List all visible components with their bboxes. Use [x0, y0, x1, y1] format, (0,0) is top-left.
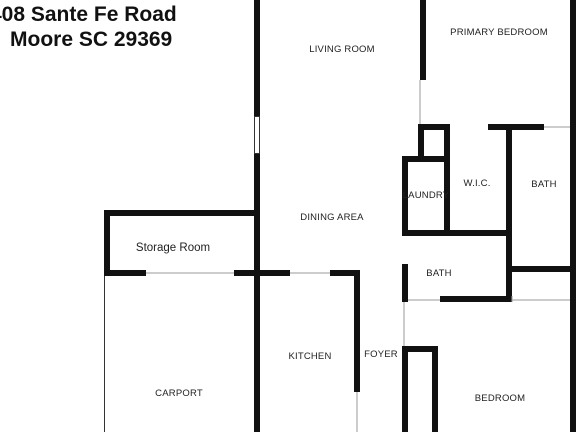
wall-bath-bottom: [506, 266, 576, 272]
wall-wic-right: [506, 124, 512, 300]
wall-laundry-top-side: [418, 124, 424, 158]
wall-right: [570, 0, 576, 432]
address-line-2: Moore SC 29369: [10, 28, 172, 51]
wall-laundry-left: [402, 156, 408, 234]
label-living-room: LIVING ROOM: [309, 44, 375, 55]
label-carport: CARPORT: [155, 388, 203, 399]
label-foyer: FOYER: [364, 349, 398, 360]
wall-wic-left: [444, 124, 450, 234]
label-wic: W.I.C.: [463, 178, 490, 189]
label-dining-area: DINING AREA: [300, 212, 364, 223]
wall-bedroom-top-stub: [402, 346, 438, 352]
label-storage-room: Storage Room: [136, 242, 210, 254]
wall-storage-top: [104, 210, 256, 216]
window-living-left: [254, 116, 260, 154]
walls: [104, 0, 576, 432]
wall-bedroom-bottom-a: [418, 124, 446, 130]
wall-hall-bath-left: [402, 264, 408, 302]
wall-left-upper: [254, 0, 260, 116]
wall-hall-bath-top: [402, 230, 512, 236]
wall-kitchen-top-b: [330, 270, 360, 276]
wall-storage-left: [104, 210, 110, 272]
wall-kitchen-right: [354, 270, 360, 392]
address-line-1: 408 Sante Fe Road: [0, 3, 177, 26]
label-bath-hall: BATH: [426, 268, 451, 279]
label-laundry: LAUNDRY: [403, 190, 450, 201]
label-primary-bedroom: PRIMARY BEDROOM: [450, 27, 548, 38]
label-bath-primary: BATH: [531, 179, 556, 190]
wall-closet: [432, 346, 438, 432]
wall-storage-bottom-b: [234, 270, 256, 276]
wall-left-lower: [254, 154, 260, 432]
wall-living-bedroom: [420, 0, 426, 80]
thin-lines: [104, 80, 570, 432]
label-kitchen: KITCHEN: [288, 351, 331, 362]
wall-bedroom-left: [402, 346, 408, 432]
wall-hall-bath-bottom: [440, 296, 512, 302]
room-labels: LIVING ROOM PRIMARY BEDROOM LAUNDRY W.I.…: [136, 27, 557, 404]
label-bedroom: BEDROOM: [475, 393, 526, 404]
wall-bedroom-bottom-b: [488, 124, 544, 130]
wall-kitchen-top-a: [254, 270, 290, 276]
wall-laundry-top: [402, 156, 448, 162]
wall-storage-bottom-a: [104, 270, 146, 276]
